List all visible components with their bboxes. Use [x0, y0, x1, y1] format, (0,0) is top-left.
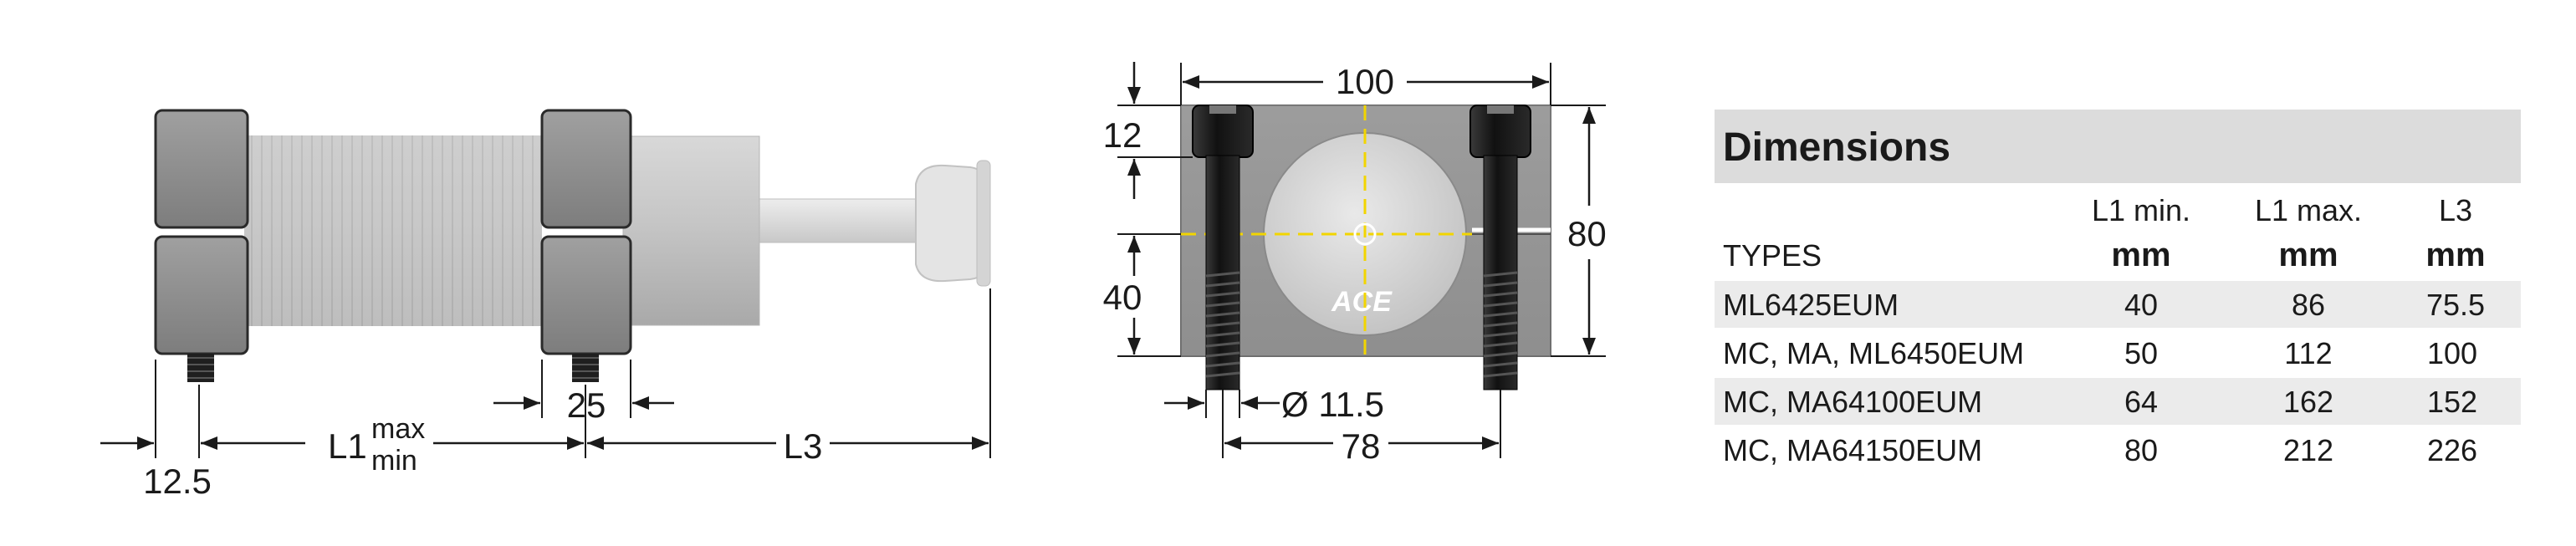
- rod-end-cap-face: [976, 160, 991, 287]
- dim-hole-spacing: 78: [1342, 426, 1381, 466]
- dim-width: 100: [1336, 62, 1394, 101]
- row-shade-3: [1715, 378, 2521, 425]
- col-header-l1-min: L1 min.: [2092, 193, 2190, 227]
- col-unit-l1-max: mm: [2278, 237, 2338, 273]
- row-shade-1: [1715, 281, 2521, 328]
- dim-l1-max: max: [371, 413, 425, 445]
- row-type: ML6425EUM: [1723, 288, 1899, 322]
- dim-l3: L3: [784, 426, 823, 466]
- dim-hole: Ø 11.5: [1281, 385, 1384, 424]
- col-unit-l1-min: mm: [2111, 237, 2170, 273]
- row-l1-min: 64: [2124, 385, 2158, 419]
- table-row: MC, MA64150EUM 80 212 226: [1723, 433, 2477, 467]
- row-l1-max: 86: [2292, 288, 2325, 322]
- left-bolt: [1192, 105, 1254, 390]
- row-l1-min: 50: [2124, 336, 2158, 370]
- row-l1-max: 162: [2283, 385, 2333, 419]
- row-l1-max: 212: [2283, 433, 2333, 467]
- right-clamp-lower: [540, 235, 632, 355]
- row-l3: 152: [2427, 385, 2477, 419]
- row-l3: 100: [2427, 336, 2477, 370]
- right-clamp-upper: [540, 109, 632, 229]
- piston-rod: [756, 198, 917, 243]
- col-unit-l3: mm: [2425, 237, 2485, 273]
- row-type: MC, MA64100EUM: [1723, 385, 1982, 419]
- col-header-l3: L3: [2439, 193, 2472, 227]
- table-title: Dimensions: [1723, 125, 1950, 170]
- right-bolt: [1469, 105, 1531, 390]
- row-l1-max: 112: [2284, 336, 2332, 370]
- row-type: MC, MA64150EUM: [1723, 433, 1982, 467]
- cylinder-body: [622, 135, 760, 326]
- dim-height: 80: [1567, 214, 1607, 253]
- row-type: MC, MA, ML6450EUM: [1723, 336, 2024, 370]
- dim-l1-min: min: [371, 445, 417, 477]
- dim-mount-offset: 12.5: [143, 462, 212, 501]
- row-l1-min: 40: [2124, 288, 2158, 322]
- col-header-l1-max: L1 max.: [2255, 193, 2362, 227]
- row-l1-min: 80: [2124, 433, 2158, 467]
- dim-l1: L1: [328, 426, 367, 466]
- left-clamp-upper: [154, 109, 249, 229]
- row-l3: 226: [2427, 433, 2477, 467]
- front-view: ACE 100: [1103, 62, 1607, 466]
- left-clamp-lower: [154, 235, 249, 355]
- dimensions-table: Dimensions L1 min. L1 max. L3 TYPES mm m…: [1715, 110, 2521, 467]
- table-row: MC, MA, ML6450EUM 50 112 100: [1723, 336, 2477, 370]
- side-view: 25 12.5 L1 max min L3: [100, 109, 991, 501]
- dim-top: 12: [1103, 115, 1142, 155]
- types-header: TYPES: [1723, 238, 1822, 273]
- row-l3: 75.5: [2426, 288, 2485, 322]
- table-row: ML6425EUM 40 86 75.5: [1723, 288, 2485, 322]
- dim-lower: 40: [1103, 278, 1142, 317]
- dim-clamp-width: 25: [567, 385, 606, 425]
- ace-logo: ACE: [1331, 286, 1393, 318]
- table-title-bar: [1715, 110, 2521, 183]
- table-row: MC, MA64100EUM 64 162 152: [1723, 385, 2477, 419]
